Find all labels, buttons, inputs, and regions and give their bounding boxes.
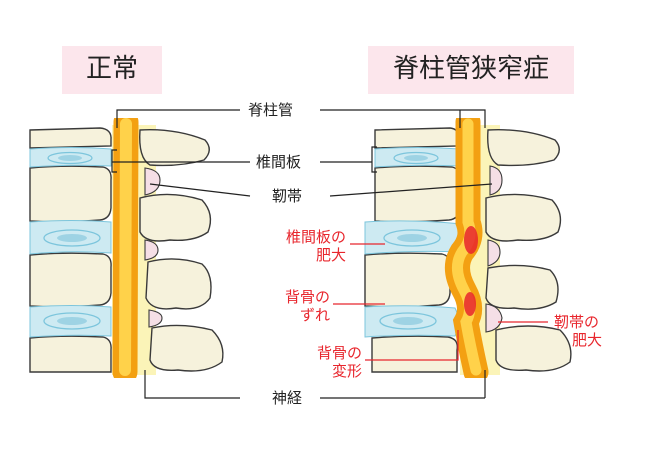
compression-marker <box>464 292 476 316</box>
ligaments-stenosis <box>485 165 503 333</box>
annotation-slip: 背骨の ずれ <box>284 288 330 324</box>
annotation-deform: 背骨の 変形 <box>316 344 362 380</box>
red-leader-lines <box>333 243 548 361</box>
intervertebral-discs-stenosis <box>364 147 467 338</box>
ligaments <box>144 167 163 328</box>
label-nerve: 神経 <box>272 389 303 407</box>
leader-lines <box>111 109 493 399</box>
annotation-disc-bulge: 椎間板の 肥大 <box>285 228 346 264</box>
normal-spine <box>29 118 224 378</box>
label-spinal-canal: 脊柱管 <box>248 101 294 119</box>
title-stenosis: 脊柱管狭窄症 <box>368 46 574 94</box>
label-ligament: 靭帯 <box>272 187 303 205</box>
vertebral-bodies <box>29 127 112 373</box>
posterior-elements <box>139 129 224 372</box>
title-normal: 正常 <box>62 46 162 94</box>
compression-marker <box>464 226 478 254</box>
posterior-elements-stenosis <box>485 129 572 372</box>
intervertebral-discs <box>29 147 112 338</box>
stenosis-spine <box>364 118 572 378</box>
annotation-ligament-thickening: 靭帯の 肥大 <box>554 313 603 349</box>
label-disc: 椎間板 <box>256 153 302 171</box>
